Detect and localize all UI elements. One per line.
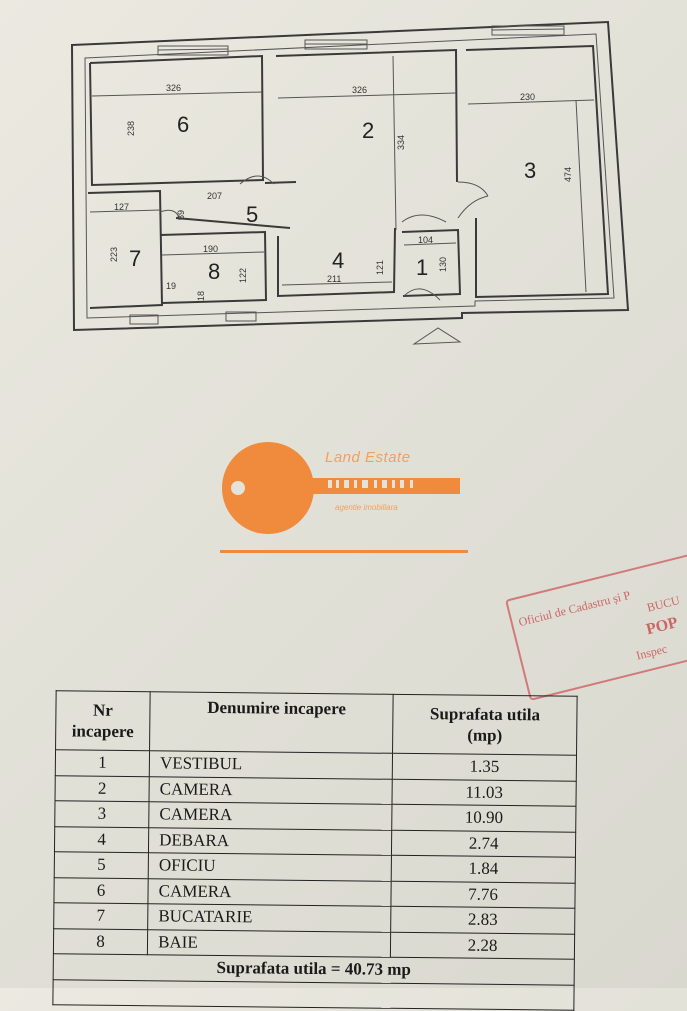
floor-plan: 6 2 3 5 7 8 4 1 326 238 326 334 230 474 … xyxy=(70,20,630,345)
stamp-line: POP xyxy=(644,614,680,639)
stamp-line: BUCU xyxy=(645,592,682,615)
cell-nr: 5 xyxy=(54,851,149,879)
windows xyxy=(129,25,565,325)
dim-label: 18 xyxy=(196,291,206,301)
dim-label: 121 xyxy=(375,260,385,275)
cell-nr: 7 xyxy=(53,902,149,930)
dim-label: 230 xyxy=(520,92,535,102)
plan-outer-wall xyxy=(70,20,630,332)
door-swings xyxy=(159,175,489,301)
cell-area: 11.03 xyxy=(392,778,577,807)
cell-nr: 3 xyxy=(54,800,150,828)
cell-name: OFICIU xyxy=(148,852,392,881)
dim-label: 122 xyxy=(238,268,248,283)
key-logo-icon xyxy=(220,442,468,553)
header-area-line2: (mp) xyxy=(467,725,503,745)
entrance-arrow xyxy=(412,327,462,345)
cell-name: CAMERA xyxy=(149,776,393,805)
cell-name: BUCATARIE xyxy=(147,903,392,932)
cut-cell xyxy=(52,979,575,1011)
header-name: Denumire incapere xyxy=(149,691,394,754)
header-nr-line1: Nr xyxy=(92,700,114,720)
plan-inner-contour xyxy=(84,33,615,319)
room-number-8: 8 xyxy=(208,259,220,284)
table-header-row: Nr incapere Denumire incapere Suprafata … xyxy=(55,690,578,756)
header-nr: Nr incapere xyxy=(55,690,151,751)
cell-nr: 8 xyxy=(53,928,148,955)
dim-label: 211 xyxy=(327,274,341,284)
dim-label: 127 xyxy=(114,202,129,212)
cell-nr: 4 xyxy=(54,826,149,853)
dim-label: 19 xyxy=(166,281,176,291)
cell-nr: 1 xyxy=(55,749,150,777)
room-number-2: 2 xyxy=(362,118,374,143)
official-stamp: Oficiul de Cadastru și P BUCU POP Inspec xyxy=(505,550,687,701)
header-area-line1: Suprafata utila xyxy=(429,704,541,725)
cell-name: DEBARA xyxy=(148,827,392,856)
dim-label: 223 xyxy=(109,247,119,262)
cell-area: 1.84 xyxy=(391,855,576,883)
dim-label: 474 xyxy=(563,167,573,182)
cell-area: 10.90 xyxy=(391,804,576,832)
dimension-labels: 326 238 326 334 230 474 207 127 89 223 1… xyxy=(109,83,573,301)
room-number-6: 6 xyxy=(177,112,189,137)
room-number-5: 5 xyxy=(246,202,258,227)
header-area: Suprafata utila (mp) xyxy=(392,694,578,756)
stamp-line: Inspec xyxy=(634,641,669,663)
room-number-1: 1 xyxy=(416,255,428,280)
interior-walls xyxy=(87,44,610,309)
dim-label: 326 xyxy=(352,85,367,95)
cell-nr: 6 xyxy=(53,877,149,904)
dim-label: 334 xyxy=(396,135,406,150)
dim-label: 89 xyxy=(176,210,186,220)
cell-area: 1.35 xyxy=(392,753,577,781)
dim-label: 130 xyxy=(438,257,448,272)
room-number-4: 4 xyxy=(332,248,344,273)
dim-label: 238 xyxy=(126,121,136,136)
dim-label: 207 xyxy=(207,191,222,201)
header-nr-line2: incapere xyxy=(71,721,134,742)
table-row-cut xyxy=(52,979,575,1011)
cell-area: 7.76 xyxy=(391,880,576,909)
cell-name: CAMERA xyxy=(148,801,393,830)
cell-nr: 2 xyxy=(55,775,150,802)
cell-name: CAMERA xyxy=(148,878,392,907)
surface-table: Nr incapere Denumire incapere Suprafata … xyxy=(52,690,578,1011)
room-number-3: 3 xyxy=(524,158,536,183)
cell-area: 2.83 xyxy=(390,906,575,934)
cell-area: 2.74 xyxy=(391,829,576,858)
cell-area: 2.28 xyxy=(390,931,575,960)
cell-name: BAIE xyxy=(147,929,391,958)
dim-label: 104 xyxy=(418,235,433,245)
room-number-7: 7 xyxy=(129,246,141,271)
logo-tagline: agentie imobiliara xyxy=(335,503,398,512)
cell-name: VESTIBUL xyxy=(149,750,393,779)
logo-brand-text: Land Estate xyxy=(325,449,411,466)
dim-label: 326 xyxy=(166,83,181,93)
stamp-line: Oficiul de Cadastru și P xyxy=(517,587,632,630)
dim-label: 190 xyxy=(203,244,218,254)
